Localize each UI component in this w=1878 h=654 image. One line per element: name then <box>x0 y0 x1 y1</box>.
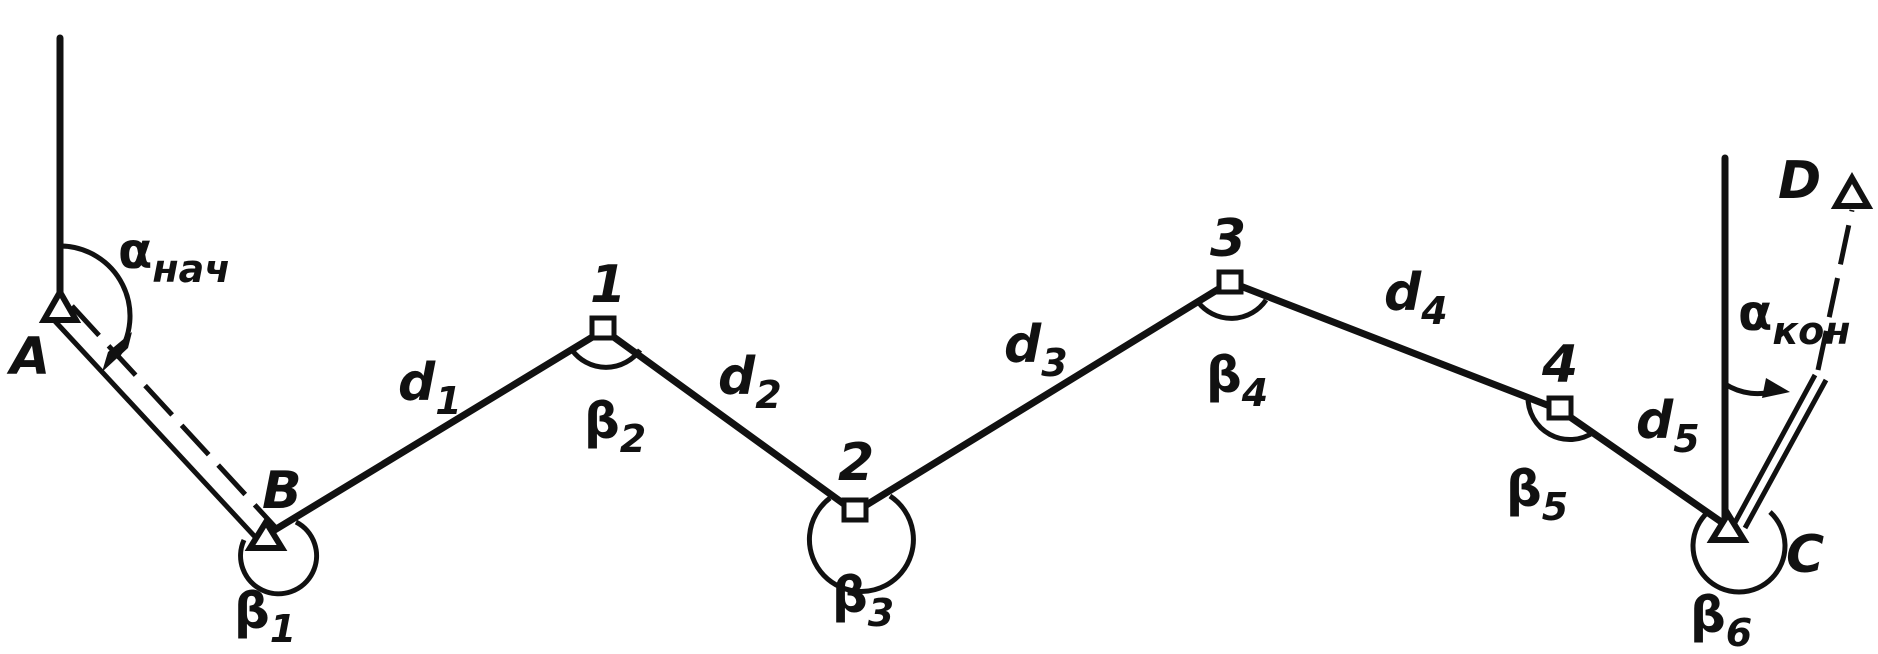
label-beta-1: β1 <box>234 582 296 651</box>
station-4-square <box>1546 395 1574 421</box>
angle-alpha-start-arrow <box>102 332 132 372</box>
label-d: D <box>1778 151 1821 211</box>
label-c: C <box>1786 525 1824 585</box>
station-1-square <box>589 315 617 341</box>
station-2-square <box>841 497 869 523</box>
angle-b5-arc <box>1525 395 1596 443</box>
station-a-triangle <box>38 285 82 323</box>
label-b: B <box>262 461 302 521</box>
label-d5: d5 <box>1636 391 1700 461</box>
label-beta-6: β6 <box>1690 586 1752 654</box>
side-ab <box>50 304 278 542</box>
station-3-square <box>1216 269 1244 295</box>
label-beta-3: β3 <box>832 566 894 635</box>
label-d1: d1 <box>398 353 462 423</box>
station-c-triangle <box>1706 508 1750 543</box>
label-2: 2 <box>838 433 874 493</box>
label-beta-4: β4 <box>1206 346 1268 415</box>
angle-b4-arc <box>1196 298 1269 321</box>
angle-b6-arc <box>1690 510 1788 595</box>
label-d4: d4 <box>1384 263 1448 333</box>
label-d2: d2 <box>718 347 782 417</box>
station-d-triangle <box>1830 171 1874 209</box>
label-d3: d3 <box>1004 315 1068 385</box>
label-alpha-start: αнач <box>118 222 230 291</box>
label-beta-5: β5 <box>1506 460 1568 529</box>
label-a: A <box>6 327 50 387</box>
label-beta-2: β2 <box>584 392 646 461</box>
label-4: 4 <box>1541 335 1578 395</box>
label-1: 1 <box>590 255 626 315</box>
angle-b2-arc <box>569 348 643 370</box>
label-alpha-end: αкон <box>1738 284 1851 353</box>
station-b-triangle <box>244 516 288 551</box>
angle-b1-arc <box>238 519 320 597</box>
side-cd <box>1729 209 1855 530</box>
traverse-line <box>264 278 1734 538</box>
angle-alpha-end-arrow <box>1762 378 1790 398</box>
angle-b3-arc <box>806 493 916 594</box>
label-3: 3 <box>1210 209 1246 269</box>
